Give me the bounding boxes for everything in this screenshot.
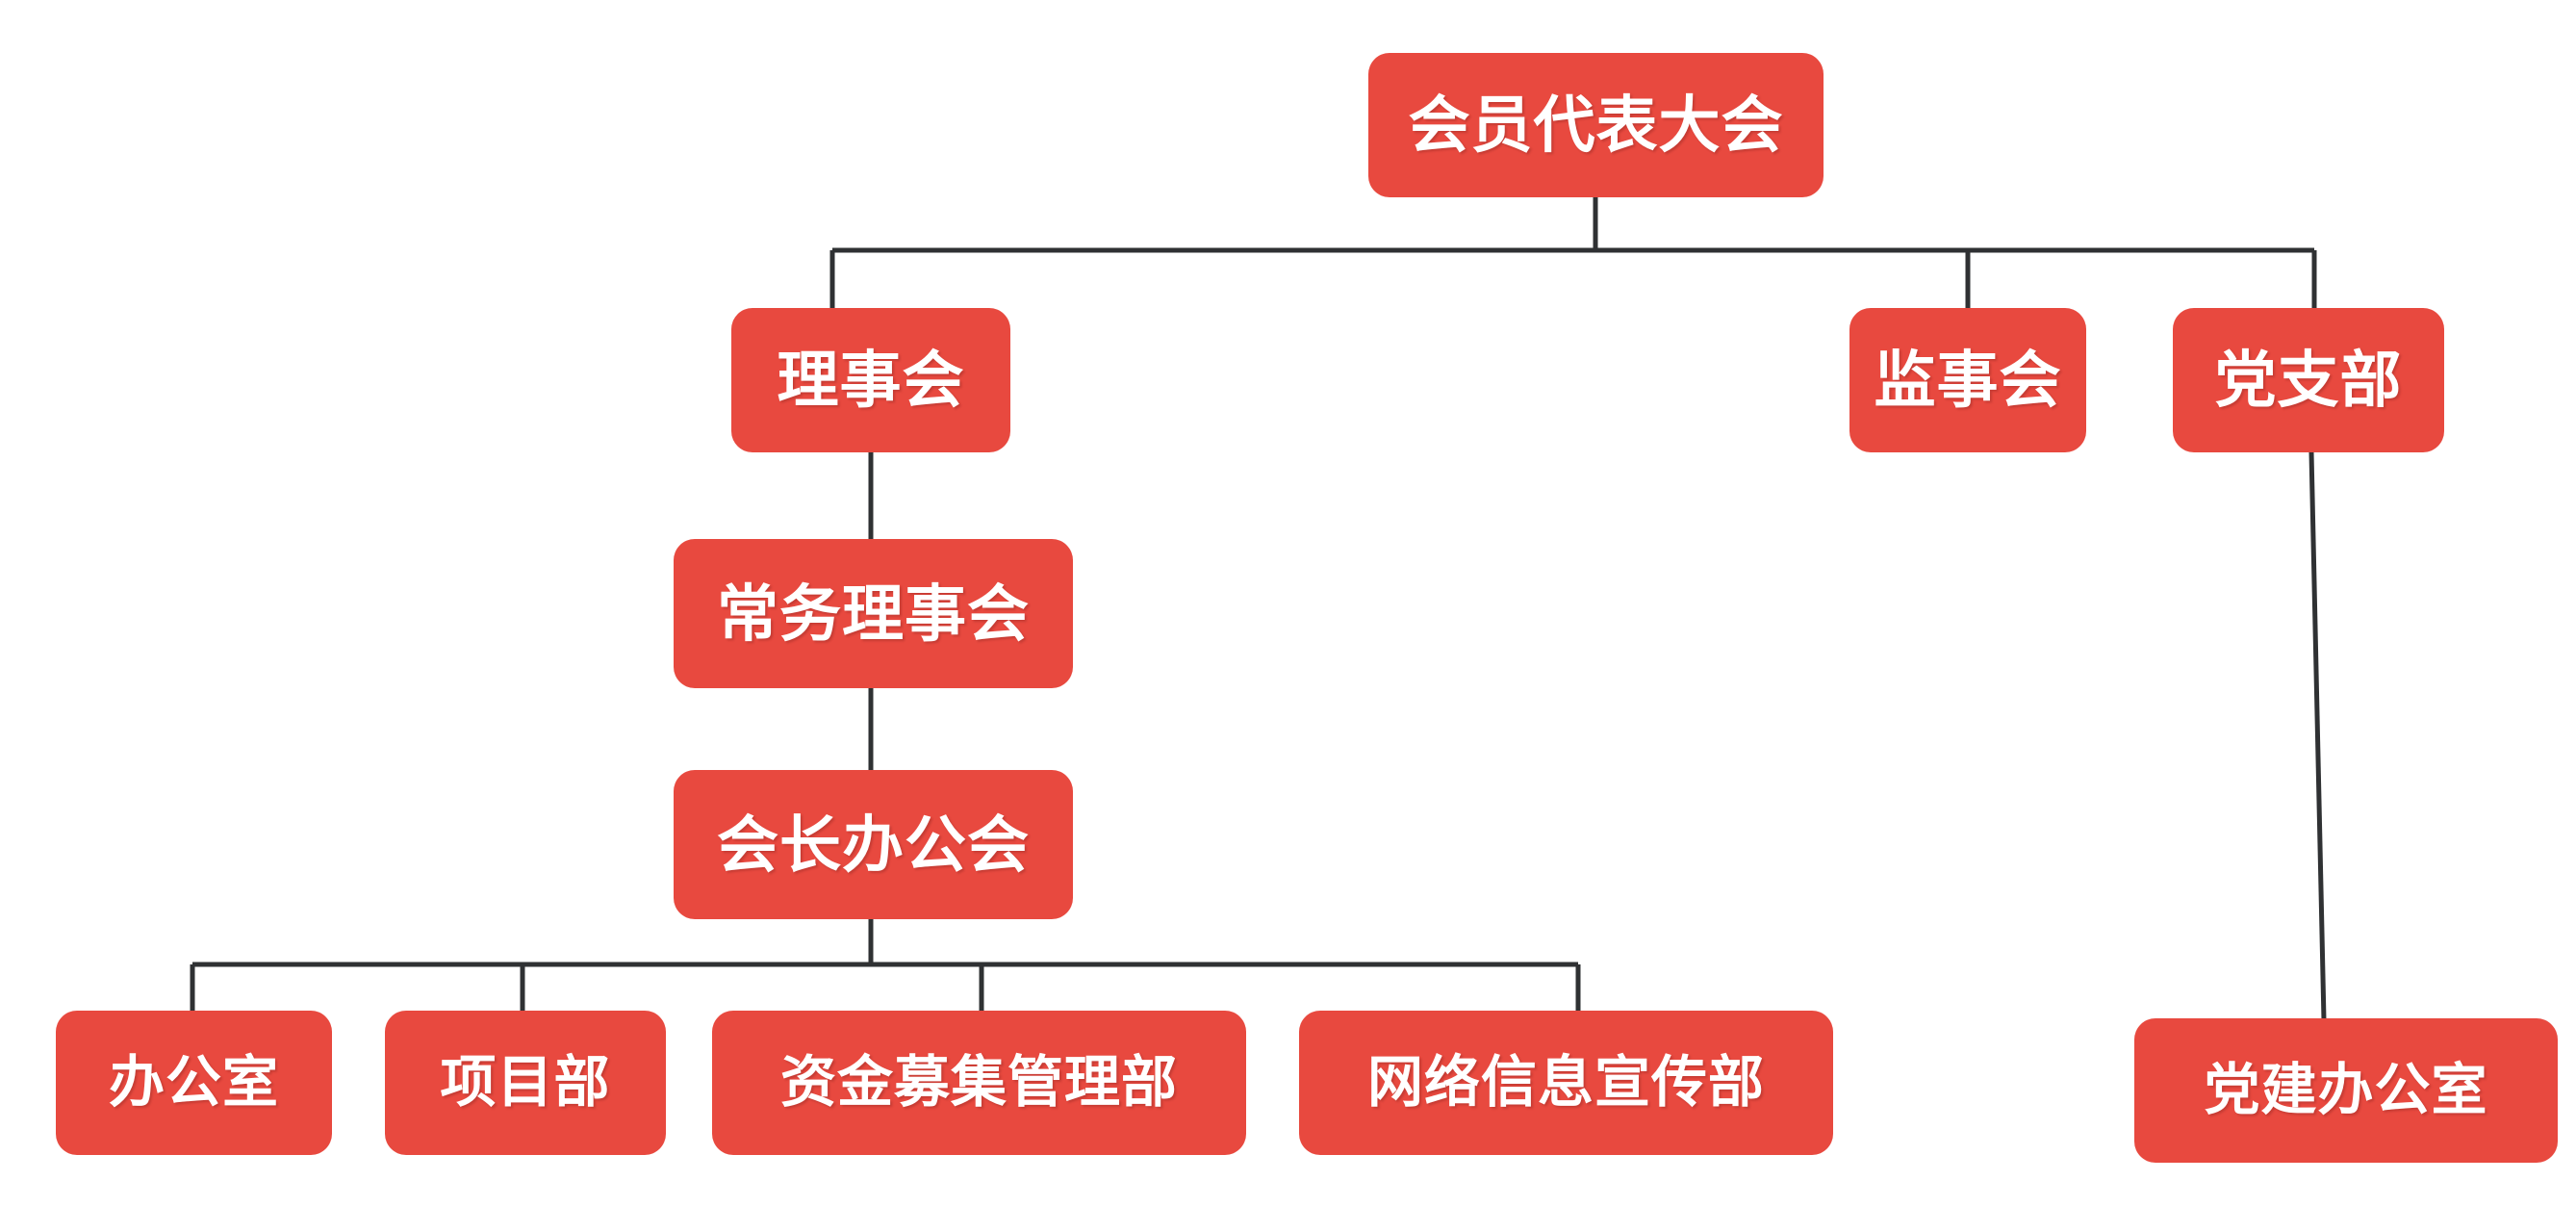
node-board-of-supervisors[interactable]: 监事会 (1849, 308, 2086, 452)
node-label-members-assembly: 会员代表大会 (1408, 90, 1784, 160)
node-project-department[interactable]: 项目部 (385, 1011, 666, 1155)
node-party-building-office[interactable]: 党建办公室 (2134, 1018, 2558, 1163)
node-standing-council[interactable]: 常务理事会 (674, 539, 1073, 688)
node-label-party-building-office: 党建办公室 (2204, 1059, 2488, 1121)
node-president-office-meeting[interactable]: 会长办公会 (674, 770, 1073, 919)
node-label-party-branch: 党支部 (2214, 346, 2403, 415)
node-label-standing-council: 常务理事会 (717, 578, 1030, 649)
node-network-information-publicity-department[interactable]: 网络信息宣传部 (1299, 1011, 1833, 1155)
node-party-branch[interactable]: 党支部 (2173, 308, 2444, 452)
node-label-president-office-meeting: 会长办公会 (717, 809, 1030, 880)
node-label-fundraising-management-department: 资金募集管理部 (779, 1051, 1178, 1114)
node-label-council: 理事会 (777, 346, 965, 415)
node-label-network-information-publicity-department: 网络信息宣传部 (1366, 1051, 1765, 1114)
node-members-assembly[interactable]: 会员代表大会 (1368, 53, 1824, 197)
node-label-project-department: 项目部 (440, 1051, 611, 1114)
edge-party-branch-to-party-building-office (2308, 451, 2327, 1021)
node-council[interactable]: 理事会 (731, 308, 1010, 452)
node-label-office: 办公室 (108, 1051, 279, 1114)
node-office[interactable]: 办公室 (56, 1011, 332, 1155)
node-fundraising-management-department[interactable]: 资金募集管理部 (712, 1011, 1246, 1155)
node-label-board-of-supervisors: 监事会 (1874, 346, 2062, 415)
